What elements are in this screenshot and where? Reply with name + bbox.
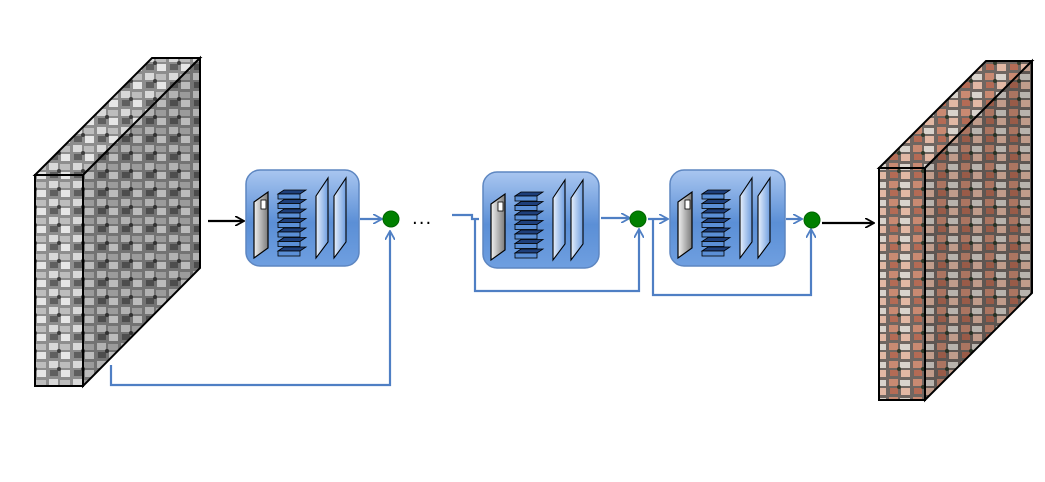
skip-line-2	[473, 219, 639, 293]
block-background	[482, 171, 600, 269]
input-grayscale-image	[32, 55, 203, 389]
residual-blocks	[245, 169, 786, 269]
aerial-grayscale-image-icon	[32, 55, 203, 389]
block-background	[669, 169, 786, 267]
skip-connections	[109, 213, 811, 387]
output-color-image	[876, 58, 1035, 403]
residual-block-3	[669, 169, 786, 267]
conv-layers-icon	[253, 176, 347, 260]
skip-line-3	[651, 219, 811, 297]
residual-block-1	[245, 169, 360, 267]
sum-node-2	[629, 210, 647, 228]
block-background	[245, 169, 360, 267]
ellipsis-text: ...	[412, 208, 433, 229]
residual-block-2	[482, 171, 600, 269]
global-skip-line	[109, 232, 390, 387]
incoming-link	[452, 213, 479, 221]
conv-layers-icon	[677, 176, 771, 260]
sum-node-3	[803, 211, 821, 229]
aerial-color-image-icon	[876, 58, 1035, 403]
conv-layers-icon	[490, 178, 584, 262]
sum-node-1	[382, 210, 400, 228]
